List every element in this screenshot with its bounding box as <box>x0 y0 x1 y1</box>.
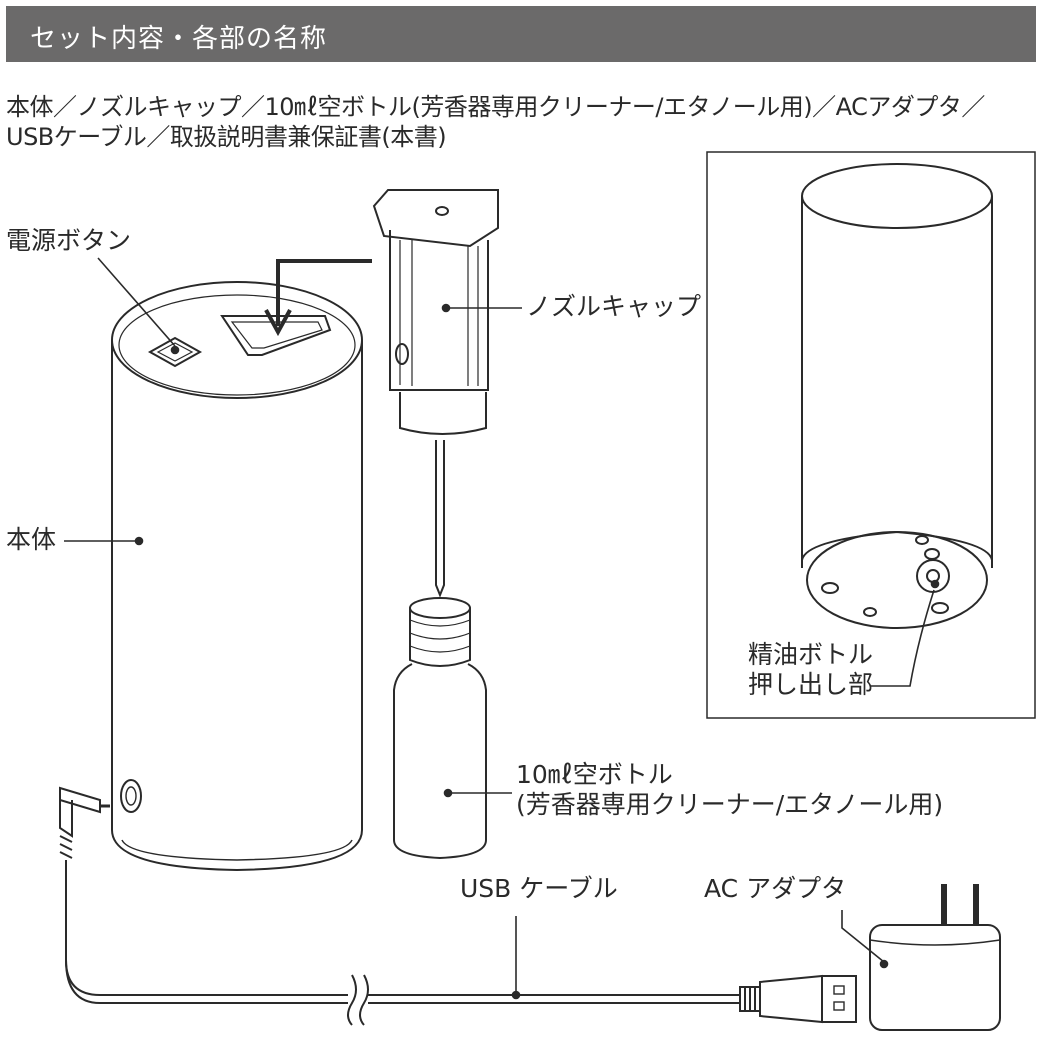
label-usb-cable: USB ケーブル <box>460 874 618 903</box>
contents-line-2: USBケーブル／取扱説明書兼保証書(本書) <box>6 123 447 151</box>
nozzle-cap-illustration <box>372 189 499 598</box>
section-header-bar: セット内容・各部の名称 <box>6 6 1036 62</box>
ac-adapter-illustration <box>739 884 1001 1031</box>
label-bottle-line-1: 10㎖空ボトル <box>516 760 673 789</box>
main-body-illustration <box>59 259 740 1026</box>
label-body: 本体 <box>6 525 57 554</box>
section-title: セット内容・各部の名称 <box>30 24 328 54</box>
contents-line-1: 本体／ノズルキャップ／10㎖空ボトル(芳香器専用クリーナー/エタノール用)／AC… <box>6 93 985 121</box>
label-ac-adapter: AC アダプタ <box>704 874 847 903</box>
set-contents-list: 本体／ノズルキャップ／10㎖空ボトル(芳香器専用クリーナー/エタノール用)／AC… <box>6 92 985 152</box>
leader-lines <box>64 257 940 1000</box>
label-push-part-line-2: 押し出し部 <box>748 670 874 699</box>
label-bottle-line-2: (芳香器専用クリーナー/エタノール用) <box>516 790 944 819</box>
empty-bottle-illustration <box>393 597 487 860</box>
detail-box <box>706 151 1036 719</box>
label-push-part-line-1: 精油ボトル <box>748 640 874 669</box>
label-power-button: 電源ボタン <box>6 226 132 255</box>
label-nozzle-cap: ノズルキャップ <box>526 292 702 321</box>
